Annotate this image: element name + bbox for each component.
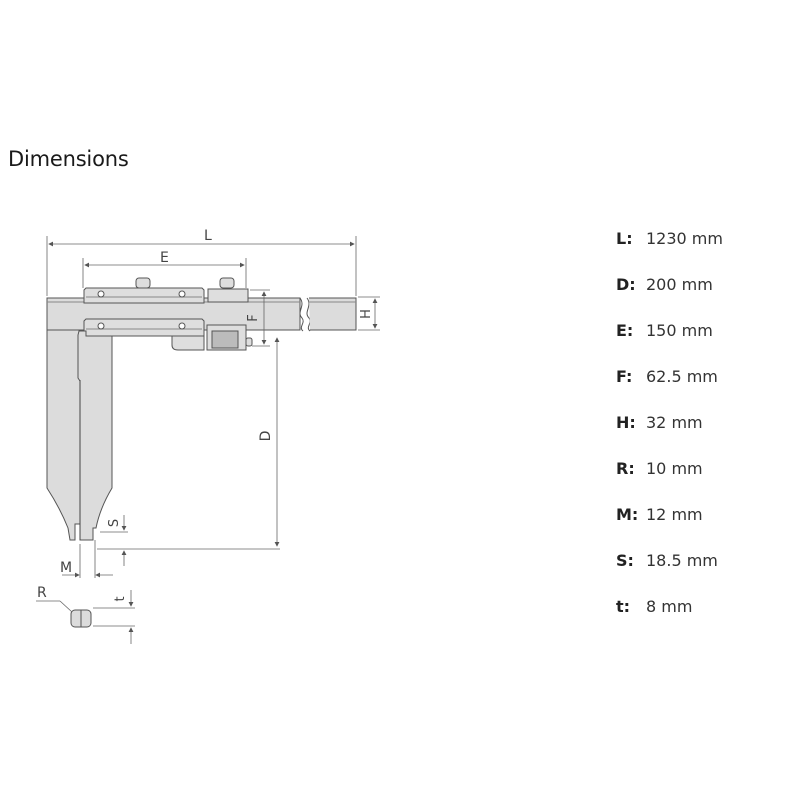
dimension-M [62,540,113,578]
spec-key: t: [616,596,631,616]
spec-row-L: L: 1230 mm [616,226,723,250]
spec-row-t: t: 8 mm [616,594,692,618]
label-S: S [107,519,122,527]
spec-key: R: [616,458,635,478]
fixed-jaw [46,329,81,541]
spec-key: D: [616,274,636,294]
spec-row-R: R: 10 mm [616,456,703,480]
label-F: F [246,314,261,321]
spec-key: H: [616,412,636,432]
dimension-F [250,289,270,347]
dimension-E [82,258,247,288]
dimension-D [97,337,280,550]
spec-value: 12 mm [646,504,703,524]
label-E: E [160,250,169,266]
spec-value: 8 mm [646,596,693,616]
spec-key: E: [616,320,634,340]
spec-key: S: [616,550,634,570]
spec-row-E: E: 150 mm [616,318,713,342]
label-t: t [113,596,128,601]
dimension-S [100,515,128,566]
movable-jaw [77,330,113,541]
label-D: D [258,431,274,442]
spec-value: 18.5 mm [646,550,718,570]
spec-value: 32 mm [646,412,703,432]
spec-key: M: [616,504,639,524]
page-title: Dimensions [8,147,129,171]
label-R: R [37,585,47,601]
spec-key: F: [616,366,633,386]
label-H: H [359,309,374,319]
lower-slider [83,318,253,351]
spec-key: L: [616,228,633,248]
spec-row-D: D: 200 mm [616,272,713,296]
label-M: M [60,560,72,576]
spec-value: 1230 mm [646,228,723,248]
spec-value: 150 mm [646,320,713,340]
upper-slider [83,277,249,304]
spec-row-H: H: 32 mm [616,410,703,434]
spec-row-M: M: 12 mm [616,502,703,526]
spec-row-S: S: 18.5 mm [616,548,718,572]
spec-value: 62.5 mm [646,366,718,386]
spec-row-F: F: 62.5 mm [616,364,718,388]
label-L: L [204,228,212,244]
dimension-L [46,236,357,296]
tip-detail [36,590,135,644]
dimension-H [358,296,380,331]
spec-value: 200 mm [646,274,713,294]
spec-value: 10 mm [646,458,703,478]
